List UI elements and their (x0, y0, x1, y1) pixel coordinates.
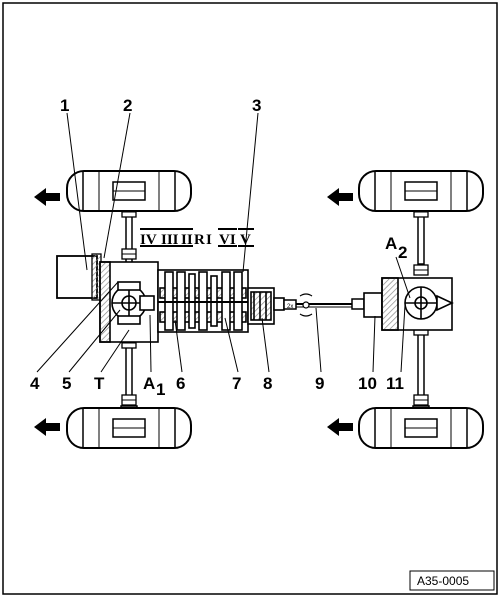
gear-label-vi: VI (218, 228, 237, 248)
transfer-case (247, 287, 285, 325)
cv-joint-icon (121, 248, 137, 260)
callout-9: 9 (315, 374, 324, 393)
direction-arrow-icon (34, 188, 60, 206)
gear-label-iii: III (160, 228, 180, 248)
callout-7: 7 (232, 374, 241, 393)
callout-a2: A (385, 234, 397, 253)
svg-text:IV: IV (140, 232, 157, 248)
gear-label-iv: IV (140, 228, 160, 248)
svg-text:VI: VI (219, 232, 236, 248)
gear-label-v: V (238, 228, 254, 248)
cv-joint-icon (413, 394, 429, 406)
reference-code: A35-0005 (417, 574, 469, 588)
universal-joint-icon (299, 293, 313, 317)
callout-1: 1 (60, 96, 69, 115)
gear-label-ii: II (180, 228, 193, 248)
gear-label-i: I (206, 232, 212, 248)
callout-3: 3 (252, 96, 261, 115)
gear-labels: IV III II R I VI V (140, 228, 254, 248)
direction-arrow-icon (34, 418, 60, 436)
callout-11: 11 (386, 374, 404, 393)
svg-text:III: III (161, 232, 179, 248)
gearbox (157, 269, 249, 333)
callout-a1: A (143, 374, 155, 393)
engine (56, 253, 102, 301)
leader-lines (36, 112, 411, 373)
rear-left-wheel (358, 170, 484, 212)
svg-text:V: V (240, 232, 251, 248)
callout-4: 4 (30, 374, 40, 393)
rear-final-drive (363, 277, 454, 331)
callout-8: 8 (263, 374, 272, 393)
rear-right-wheel (358, 407, 484, 449)
callout-a2-subscript: 2 (398, 243, 407, 262)
callout-a1-subscript: 1 (156, 380, 165, 399)
front-right-wheel (66, 407, 192, 449)
front-final-drive (99, 261, 159, 343)
callout-t: T (94, 374, 105, 393)
propeller-shaft (283, 298, 365, 310)
direction-arrow-icon (327, 418, 353, 436)
cv-joint-icon (413, 264, 429, 276)
gear-label-r: R (194, 232, 205, 248)
shaft-mark: 2x (287, 304, 293, 310)
direction-arrow-icon (327, 188, 353, 206)
callout-2: 2 (123, 96, 132, 115)
front-left-wheel (66, 170, 192, 212)
reference-code-box: A35-0005 (409, 570, 495, 591)
callout-5: 5 (62, 374, 71, 393)
callout-6: 6 (176, 374, 185, 393)
svg-text:II: II (181, 232, 193, 248)
cv-joint-icon (121, 394, 137, 406)
callout-10: 10 (358, 374, 377, 393)
